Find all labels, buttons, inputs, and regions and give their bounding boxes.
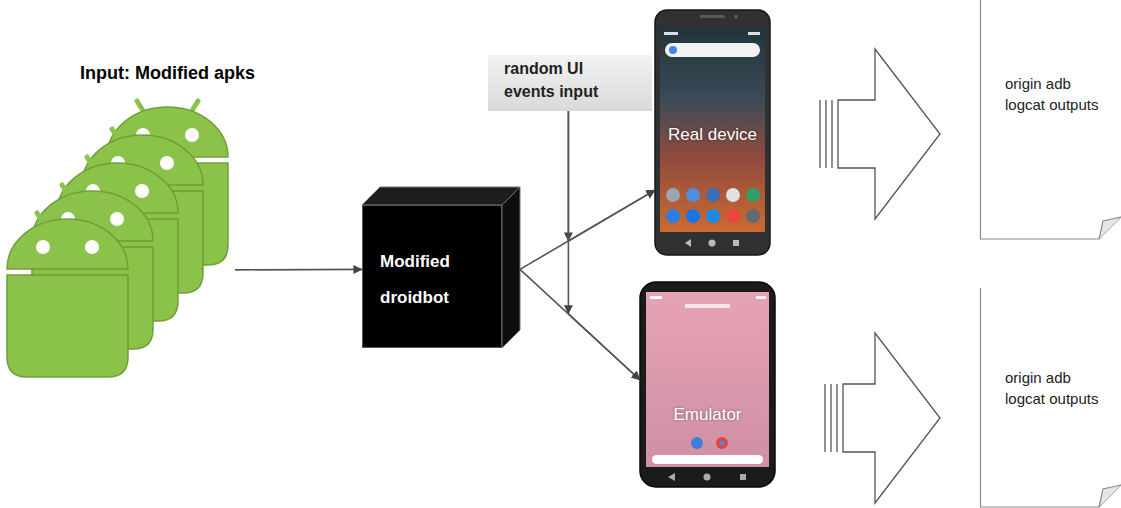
illustration-part [668,473,675,481]
connector-line [568,190,655,241]
arrow-tail-bar [825,100,826,168]
illustration-part [502,187,520,348]
arrow-tail-bar [831,100,832,168]
illustration-part [706,209,720,223]
connector [520,190,655,269]
illustration-part [716,437,728,449]
illustration-part [709,240,716,247]
arrow-tail-bar [830,384,831,452]
illustration-part [726,209,740,223]
document-fold [1099,217,1121,239]
document-text: origin adb logcat outputs [1005,73,1100,115]
illustration-part [734,15,738,19]
illustration-part [726,188,740,202]
illustration-part [685,304,730,308]
connector [568,111,655,241]
emulator-device: Emulator [640,282,775,487]
document-fold [1099,485,1121,507]
illustration-part [691,437,703,449]
illustration-part [720,441,725,446]
illustration-part [669,46,677,54]
box-label: Modified droidbot [380,244,490,316]
document-text: origin adb logcat outputs [1005,367,1100,409]
connector [820,49,940,219]
device-label: Emulator [640,404,775,425]
illustration-part [748,32,760,35]
connector [520,269,640,380]
document-border [981,288,1121,507]
real-phone-illustration [655,10,770,255]
illustration-part [650,296,662,299]
connector-line [520,269,640,380]
arrow-tail-bar [824,384,825,452]
connector [825,333,940,503]
illustration-part [362,187,520,205]
droidbot-box: Modified droidbot [362,205,502,348]
illustration-part [640,282,775,487]
illustration-part [700,15,725,18]
connector-line [568,314,640,380]
event-source-box: random UI events input [488,55,652,111]
illustration-part [652,455,763,464]
android-icon [7,213,128,377]
connector [568,111,640,380]
logcat-document: origin adb logcat outputs [980,0,1121,240]
arrow-tail-bar [836,384,837,452]
illustration-part [646,292,769,467]
device-label: Real device [655,124,770,145]
illustration-part [666,209,680,223]
input-heading: Input: Modified apks [80,62,235,84]
illustration-part [686,209,700,223]
illustration-part [655,10,770,255]
logcat-document: origin adb logcat outputs [980,288,1121,508]
document-sheet [981,0,1121,239]
connector-line [235,269,362,271]
illustration-part [665,43,760,57]
illustration-part [746,209,760,223]
apk-stack: Input: Modified apks [5,60,235,380]
document-sheet [981,288,1121,507]
illustration-part [664,32,678,35]
illustration-part [746,188,760,202]
cube-faces [362,187,520,348]
illustration-part [704,474,711,481]
illustration-part [685,239,691,247]
document-border [981,0,1121,239]
block-arrow [843,333,940,503]
connector [235,269,362,271]
illustration-part [740,474,746,480]
connector-line [568,111,570,314]
apk-icon-stack [7,101,228,377]
block-arrow [838,49,940,219]
arrow-tail-bar [819,100,820,168]
box-label: random UI events input [504,57,629,103]
document-outline [980,0,1121,240]
illustration-part [733,240,739,246]
real-device: Real device [655,10,770,255]
illustration-part [756,296,766,299]
emulator-illustration [640,282,775,487]
illustration-part [706,188,720,202]
connector-line [520,190,655,269]
illustration-part [686,188,700,202]
illustration-part [666,188,680,202]
